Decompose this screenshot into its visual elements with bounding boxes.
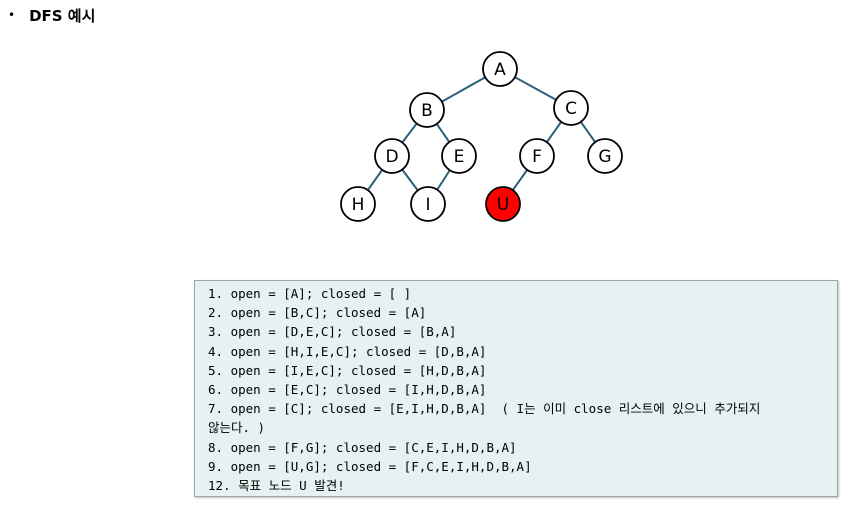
node-d: D	[374, 138, 410, 174]
step-line: 12. 목표 노드 U 발견!	[208, 478, 345, 494]
node-circle	[482, 51, 518, 87]
node-label: C	[565, 99, 577, 119]
slide-heading: • DFS 예시	[8, 4, 95, 26]
node-label: F	[532, 147, 542, 167]
node-label: A	[494, 60, 506, 80]
node-label: D	[385, 147, 398, 167]
step-line: 5. open = [I,E,C]; closed = [H,D,B,A]	[208, 362, 487, 378]
node-i: I	[410, 186, 446, 222]
node-g: G	[587, 138, 623, 174]
node-circle	[485, 186, 521, 222]
node-e: E	[441, 138, 477, 174]
node-b: B	[409, 92, 445, 128]
step-line: 6. open = [E,C]; closed = [I,H,D,B,A]	[208, 382, 487, 398]
node-f: F	[519, 138, 555, 174]
dfs-tree-diagram: A B C D E F G H I U	[340, 51, 623, 222]
step-line: 2. open = [B,C]; closed = [A]	[208, 305, 427, 321]
step-line: 않는다. )	[208, 420, 266, 436]
step-line: 9. open = [U,G]; closed = [F,C,E,I,H,D,B…	[208, 458, 532, 474]
node-circle	[340, 186, 376, 222]
node-c: C	[553, 90, 589, 126]
node-label: U	[497, 195, 509, 215]
step-line: 1. open = [A]; closed = [ ]	[208, 286, 412, 301]
node-h: H	[340, 186, 376, 222]
node-circle	[410, 186, 446, 222]
tree-nodes: A B C D E F G H I U	[340, 51, 623, 222]
step-line: 8. open = [F,G]; closed = [C,E,I,H,D,B,A…	[208, 439, 517, 455]
node-circle	[374, 138, 410, 174]
node-u-goal: U	[485, 186, 521, 222]
step-line: 3. open = [D,E,C]; closed = [B,A]	[208, 324, 457, 340]
node-label: G	[598, 147, 611, 167]
tree-edges	[357, 68, 606, 205]
node-label: E	[454, 147, 465, 167]
step-line: 7. open = [C]; closed = [E,I,H,D,B,A] ( …	[208, 401, 761, 417]
node-a: A	[482, 51, 518, 87]
step-line: 4. open = [H,I,E,C]; closed = [D,B,A]	[208, 343, 487, 359]
dfs-steps-box: 1. open = [A]; closed = [ ] 2. open = [B…	[194, 280, 838, 497]
bullet-icon: •	[8, 8, 16, 22]
node-circle	[441, 138, 477, 174]
heading-title: DFS 예시	[29, 6, 96, 25]
node-circle	[553, 90, 589, 126]
node-circle	[409, 92, 445, 128]
node-label: B	[421, 101, 433, 121]
node-circle	[519, 138, 555, 174]
node-label: I	[425, 195, 430, 215]
node-circle	[587, 138, 623, 174]
node-label: H	[352, 195, 365, 215]
